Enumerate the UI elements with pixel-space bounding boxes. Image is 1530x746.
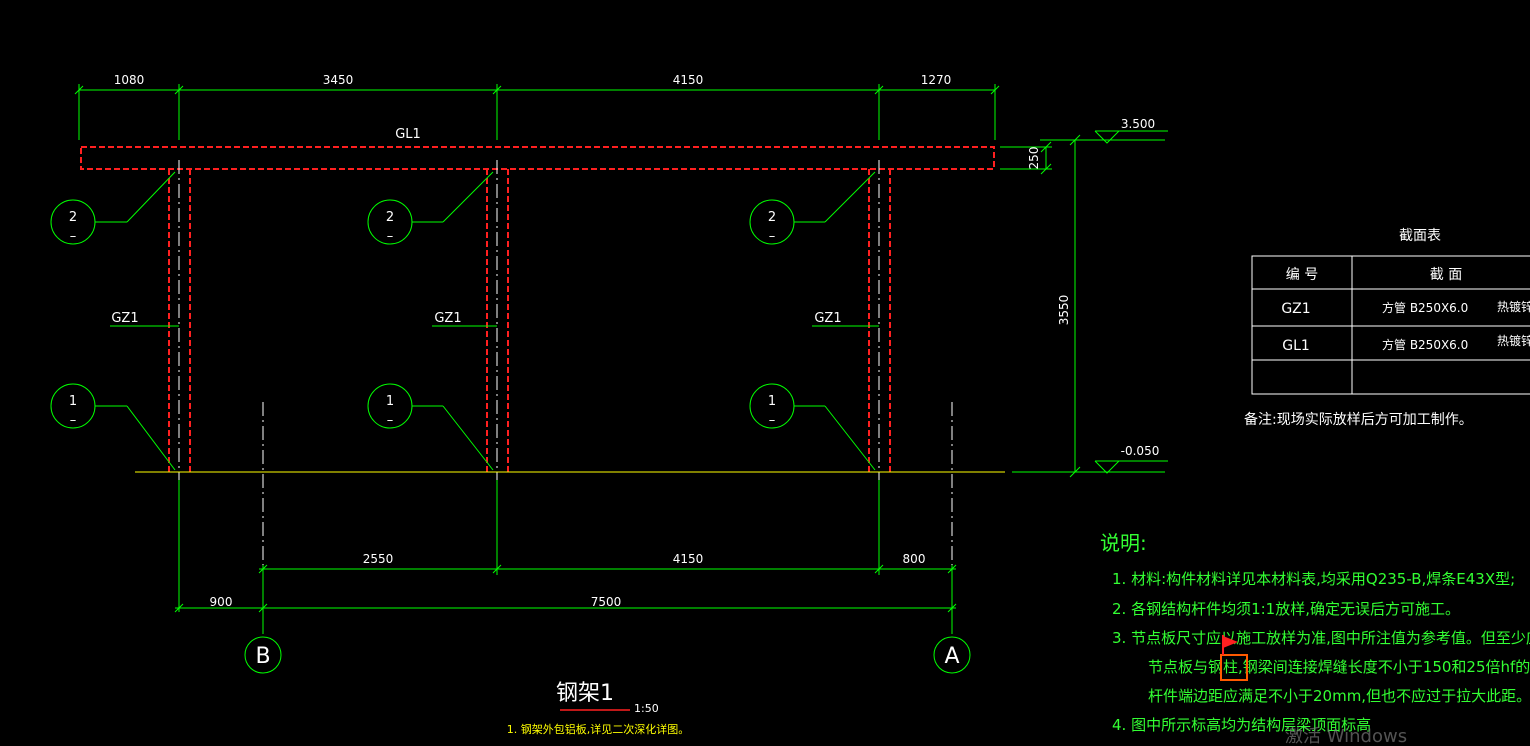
dim-bottom-2: 4150 <box>673 552 704 566</box>
column-label-middle: GZ1 <box>434 311 461 326</box>
column-label-right: GZ1 <box>814 311 841 326</box>
note-line-6: 4. 图中所示标高均为结构层梁顶面标高 <box>1112 716 1371 734</box>
dim-bottom-5: 7500 <box>591 595 622 609</box>
svg-text:1: 1 <box>69 394 77 409</box>
dim-top-2: 3450 <box>323 73 354 87</box>
dim-top-3: 4150 <box>673 73 704 87</box>
flag-icon <box>1223 636 1238 648</box>
dim-bottom-1: 2550 <box>363 552 394 566</box>
column-middle <box>486 160 509 480</box>
table-cell-id: GZ1 <box>1281 301 1310 317</box>
table-cell-finish: 热镀锌 <box>1497 300 1530 314</box>
svg-text:–: – <box>769 413 776 428</box>
svg-text:–: – <box>70 413 77 428</box>
svg-text:–: – <box>769 229 776 244</box>
svg-text:–: – <box>387 229 394 244</box>
node-callout-1-right: 1 – <box>768 394 776 428</box>
node-callout-1-left: 1 – <box>69 394 77 428</box>
table-header-id: 编 号 <box>1286 267 1318 283</box>
svg-text:2: 2 <box>69 210 77 225</box>
svg-text:B: B <box>255 644 270 669</box>
bottom-dimension-chain <box>174 480 957 634</box>
note-line-3: 3. 节点板尺寸应以施工放样为准,图中所注值为参考值。但至少应满足 <box>1112 629 1530 647</box>
node-callout-2-right: 2 – <box>768 210 776 244</box>
height-dimension <box>1000 130 1168 478</box>
elevation-top: 3.500 <box>1121 117 1155 131</box>
section-table <box>1251 255 1530 395</box>
table-cell-id: GL1 <box>1282 338 1310 354</box>
column-label-left: GZ1 <box>111 311 138 326</box>
column-right <box>868 160 891 480</box>
windows-watermark: 激活 Windows <box>1285 726 1407 746</box>
axis-bubble-a: A <box>933 636 971 674</box>
node-callout-1-middle: 1 – <box>386 394 394 428</box>
node-callout-2-middle: 2 – <box>386 210 394 244</box>
note-line-5: 杆件端边距应满足不小于20mm,但也不应过于拉大此距。 <box>1148 687 1530 705</box>
notes-heading: 说明: <box>1100 531 1147 555</box>
highlight-marker[interactable] <box>1220 635 1248 681</box>
svg-text:–: – <box>70 229 77 244</box>
table-cell-section: 方管 B250X6.0 <box>1382 337 1468 352</box>
dim-bottom-3: 800 <box>903 552 926 566</box>
note-line-4: 节点板与钢柱,钢梁间连接焊缝长度不小于150和25倍hf的较大值。 <box>1148 658 1530 676</box>
svg-text:1: 1 <box>386 394 394 409</box>
elevation-bottom: -0.050 <box>1121 444 1160 458</box>
drawing-title: 钢架1 <box>556 681 614 706</box>
drawing-subnote: 1. 钢架外包铝板,详见二次深化详图。 <box>507 722 690 736</box>
svg-text:2: 2 <box>386 210 394 225</box>
dim-beam-depth: 250 <box>1027 147 1041 170</box>
table-cell-finish: 热镀锌 <box>1497 334 1530 348</box>
beam-gl1 <box>80 146 995 170</box>
dim-height: 3550 <box>1057 295 1071 326</box>
dim-top-1: 1080 <box>114 73 145 87</box>
drawing-scale: 1:50 <box>634 702 659 715</box>
note-line-2: 2. 各钢结构杆件均须1:1放样,确定无误后方可施工。 <box>1112 600 1460 618</box>
dim-top-4: 1270 <box>921 73 952 87</box>
node-callout-2-left: 2 – <box>69 210 77 244</box>
svg-text:–: – <box>387 413 394 428</box>
section-table-title: 截面表 <box>1399 228 1441 244</box>
table-header-section: 截 面 <box>1430 267 1462 283</box>
top-dimension-chain <box>74 84 1000 140</box>
table-remark: 备注:现场实际放样后方可加工制作。 <box>1244 411 1473 428</box>
svg-text:A: A <box>944 644 959 669</box>
table-cell-section: 方管 B250X6.0 <box>1382 300 1468 315</box>
svg-text:1: 1 <box>768 394 776 409</box>
beam-label: GL1 <box>395 127 421 142</box>
dim-bottom-4: 900 <box>210 595 233 609</box>
axis-bubble-b: B <box>244 636 282 674</box>
column-left <box>168 160 191 480</box>
note-line-1: 1. 材料:构件材料详见本材料表,均采用Q235-B,焊条E43X型; <box>1112 570 1515 588</box>
svg-text:2: 2 <box>768 210 776 225</box>
